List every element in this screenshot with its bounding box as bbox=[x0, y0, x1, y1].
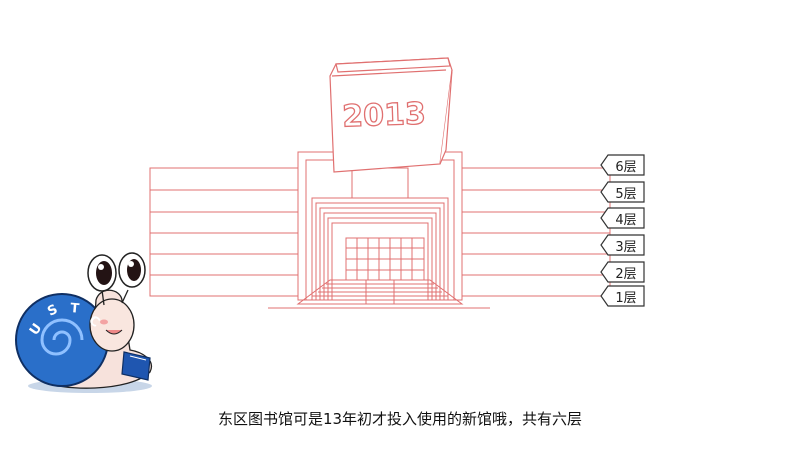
floor-tag-5: 5层 bbox=[615, 186, 637, 202]
mascot-mouth bbox=[105, 329, 123, 335]
floor-tag-3: 3层 bbox=[615, 239, 637, 255]
right-wing bbox=[461, 167, 611, 297]
shell-spiral bbox=[40, 318, 84, 356]
floor-tag-outlines bbox=[600, 154, 645, 307]
entrance-stairs bbox=[296, 279, 464, 305]
floor-tag-4: 4层 bbox=[615, 212, 637, 228]
floor-tag-2: 2层 bbox=[615, 266, 637, 282]
floor-tag-6: 6层 bbox=[615, 159, 637, 175]
svg-text:T: T bbox=[70, 301, 80, 317]
mascot-face bbox=[89, 298, 135, 352]
calendar-2013 bbox=[329, 57, 453, 173]
mascot-cheek bbox=[100, 319, 108, 325]
floor-tag-1: 1层 bbox=[615, 290, 637, 306]
library-building bbox=[149, 151, 611, 309]
mascot-left-pupil bbox=[96, 261, 112, 285]
left-wing bbox=[149, 167, 299, 297]
slide-caption: 东区图书馆可是13年初才投入使用的新馆哦，共有六层 bbox=[217, 410, 583, 428]
central-block bbox=[297, 151, 463, 301]
ustc-snail-mascot bbox=[15, 252, 153, 393]
calendar-year: 2013 bbox=[342, 97, 427, 135]
